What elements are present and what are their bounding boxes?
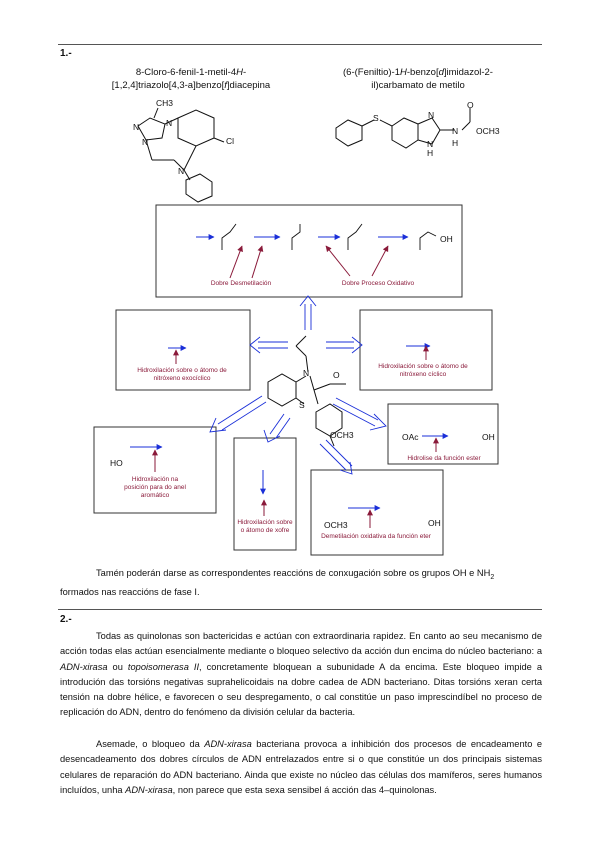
label-double-oxidative: Dobre Proceso Oxidativo — [341, 280, 415, 287]
compound-left-name: 8-Cloro-6-fenil-1-metil-4H- [1,2,4]triaz… — [111, 67, 271, 91]
section-1-note: Tamén poderán darse as correspondentes r… — [60, 568, 495, 598]
atom-n-left-1: N — [133, 122, 140, 132]
atom-o-center: O — [333, 370, 340, 380]
atom-o-right-1: O — [467, 100, 474, 110]
label-double-demethylation: Dobre Desmetilación — [210, 280, 272, 287]
atom-oh-bottom: OH — [428, 518, 441, 528]
atom-ch3-left: CH3 — [156, 98, 174, 108]
label-ether-demethylation: Demetilación oxidativa da función eter — [321, 533, 431, 540]
box-left-lower — [93, 426, 217, 514]
triazolam-structure — [137, 107, 225, 203]
label-hydroxylation-exocyclic: Hidroxilación sobre o átomo de nitróxeno… — [137, 367, 227, 382]
atom-h-right-1: H — [427, 148, 434, 158]
section-2-paragraph-1: Todas as quinolonas son bactericidas e a… — [60, 631, 542, 718]
box-right-lower — [387, 403, 499, 465]
atom-cl: Cl — [226, 136, 235, 146]
atom-s-center: S — [299, 400, 305, 410]
box-left-mid — [115, 309, 251, 391]
box-bottom — [310, 469, 444, 556]
atom-och3-center: OCH3 — [330, 430, 354, 440]
atom-n-right-1: N — [428, 110, 435, 120]
atom-n-left-4: N — [178, 166, 185, 176]
label-ester-hydrolysis: Hidrolise da función ester — [407, 455, 481, 462]
atom-n-center: N — [303, 368, 310, 378]
benzimidazole-structure — [335, 108, 471, 149]
box-right-mid — [359, 309, 493, 391]
compound-right-name: (6-(Feniltio)-1H-benzo[d]imidazol-2- il)… — [343, 67, 493, 91]
section-2-paragraph-2: Asemade, o bloqueo da ADN-xirasa bacteri… — [60, 739, 543, 795]
atom-oac: OAc — [402, 432, 419, 442]
box-center-lower — [233, 437, 297, 551]
diltiazem-structure — [267, 335, 346, 447]
atom-oh-top: OH — [440, 234, 453, 244]
atom-n-left-2: N — [142, 137, 149, 147]
label-para-hydroxylation: Hidroxilación na posición para do anel a… — [124, 476, 186, 499]
label-sulfur-hydroxylation: Hidroxilación sobre o átomo de xofre — [237, 519, 293, 534]
atom-oh-ester: OH — [482, 432, 495, 442]
atom-n-right-3: N — [452, 126, 459, 136]
top-rule — [58, 44, 542, 45]
atom-ho-ring: HO — [110, 458, 123, 468]
section-1-number: 1.- — [60, 48, 72, 59]
section-2-number: 2.- — [60, 614, 72, 625]
atom-och3-bottom: OCH3 — [324, 520, 348, 530]
atom-och3-right: OCH3 — [476, 126, 500, 136]
atom-s-right: S — [373, 113, 379, 123]
atom-h-right-2: H — [452, 138, 459, 148]
atom-n-left-3: N — [166, 118, 173, 128]
atom-n-right-2: N — [427, 139, 434, 149]
middle-rule — [58, 609, 542, 610]
label-hydroxylation-cyclic: Hidroxilación sobre o átomo de nitróxeno… — [378, 363, 468, 378]
